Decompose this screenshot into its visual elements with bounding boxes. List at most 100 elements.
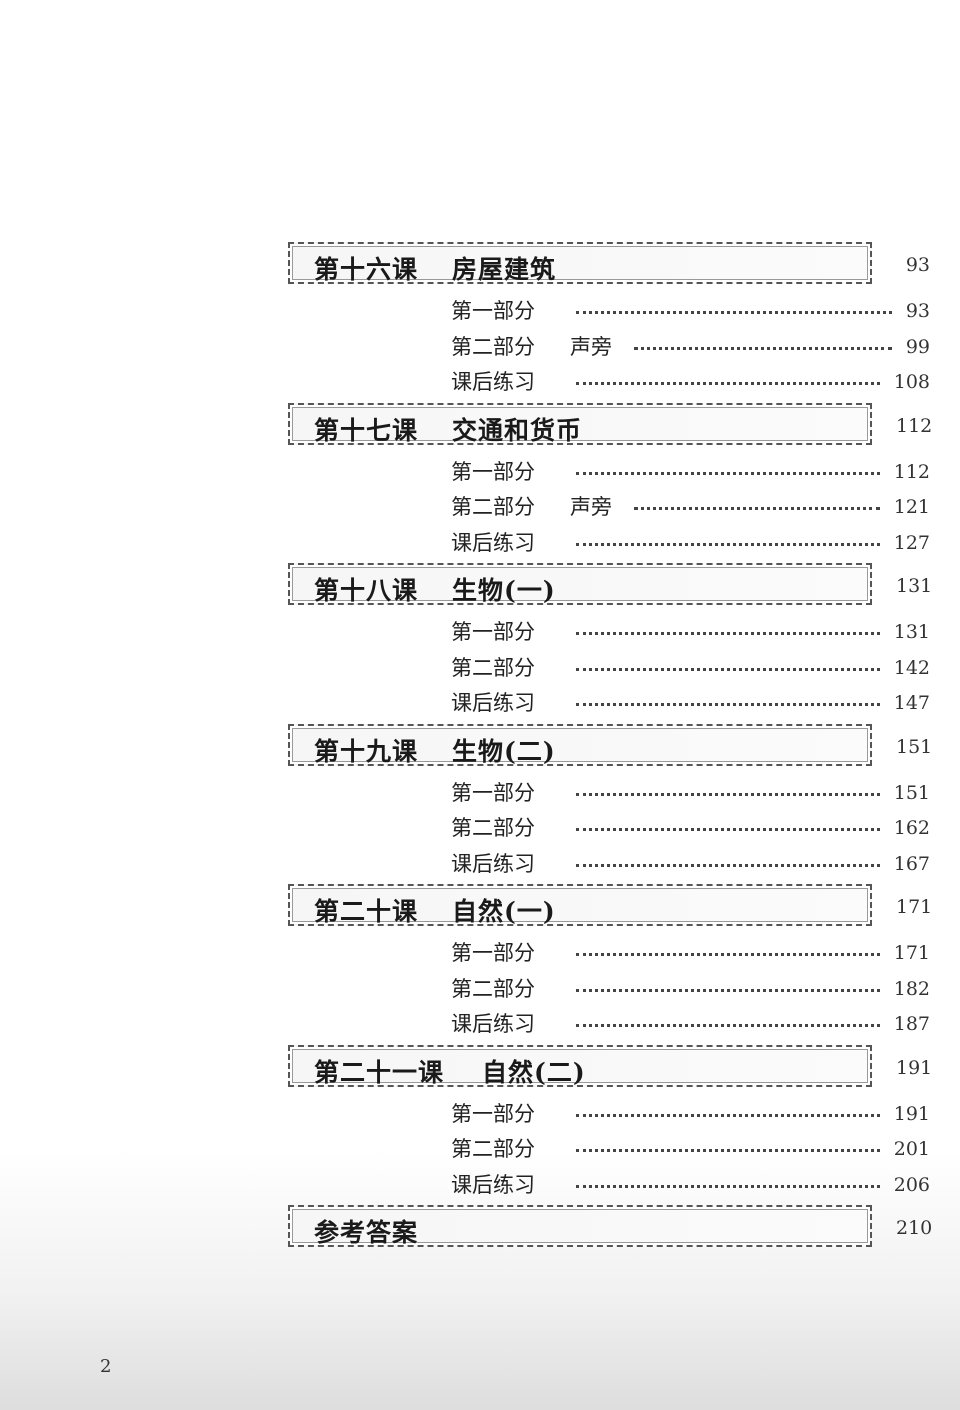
lesson-title: 房屋建筑	[452, 255, 557, 284]
answers-title: 参考答案	[314, 1218, 419, 1247]
toc-entry[interactable]: 第一部分 151	[288, 776, 938, 812]
lesson-header[interactable]: 第十八课生物(一) 131	[288, 563, 938, 609]
lesson-title-box: 第二十课 自然(一)	[288, 884, 872, 926]
toc-entry[interactable]: 第一部分 93	[288, 294, 938, 330]
entry-label: 第一部分	[451, 941, 535, 965]
dot-leader	[576, 1113, 880, 1117]
entry-page-number: 131	[893, 621, 930, 643]
lesson-header[interactable]: 第十七课 交通和货币 112	[288, 402, 938, 449]
entry-label: 第一部分	[451, 620, 535, 644]
dot-leader	[576, 1024, 880, 1027]
lesson-page-number: 171	[896, 896, 933, 918]
toc-entry[interactable]: 第一部分 112	[288, 455, 938, 491]
lesson-title-box: 第十八课生物(一)	[288, 563, 872, 605]
entry-label: 课后练习	[451, 691, 535, 715]
lesson-section: 第十六课 房屋建筑 93 第一部分 93 第二部分 声旁 99 课后练习 108	[288, 242, 938, 403]
entry-page-number: 99	[905, 335, 930, 358]
entry-label: 第一部分	[451, 1101, 535, 1126]
entry-page-number: 112	[893, 460, 930, 483]
entry-label: 第一部分	[451, 780, 535, 805]
answers-page-number: 210	[896, 1217, 933, 1239]
lesson-header[interactable]: 第二十一课自然(二)191	[288, 1044, 938, 1091]
entry-label: 第一部分	[451, 299, 535, 323]
lesson-header[interactable]: 第二十课 自然(一) 171	[288, 884, 938, 930]
lesson-header[interactable]: 第十六课 房屋建筑 93	[288, 242, 938, 288]
entry-page-number: 147	[893, 692, 930, 714]
entry-page-number: 191	[893, 1102, 930, 1125]
lesson-number: 第十六课	[314, 255, 419, 284]
entry-page-number: 171	[893, 942, 930, 964]
footer-page-number: 2	[100, 1356, 112, 1377]
entry-label: 课后练习	[451, 851, 535, 876]
toc-entry[interactable]: 课后练习 187	[288, 1007, 938, 1043]
dot-leader	[576, 828, 880, 831]
lesson-page-number: 151	[896, 735, 933, 758]
lesson-page-number: 191	[896, 1056, 933, 1079]
entry-label: 课后练习	[451, 370, 535, 394]
lesson-title-box: 第十九课生物(二)	[288, 723, 872, 766]
entry-page-number: 187	[893, 1013, 930, 1035]
dot-leader	[576, 703, 880, 706]
entry-page-number: 93	[905, 300, 930, 322]
entry-extra-label: 声旁	[570, 334, 612, 359]
toc-entry[interactable]: 第二部分 声旁 99	[288, 330, 938, 366]
dot-leader	[576, 382, 880, 385]
entry-extra-label: 声旁	[570, 495, 612, 519]
lesson-number: 第十八课	[314, 576, 419, 605]
dot-leader	[576, 632, 880, 635]
toc-entry[interactable]: 第一部分 191	[288, 1097, 938, 1133]
dot-leader	[634, 507, 880, 510]
toc-entry[interactable]: 第一部分 131	[288, 615, 938, 651]
entry-page-number: 127	[893, 531, 930, 554]
entry-label: 第二部分	[451, 655, 535, 680]
lesson-header[interactable]: 第十九课生物(二) 151	[288, 723, 938, 770]
lesson-page-number: 93	[905, 254, 930, 276]
toc-entry[interactable]: 课后练习 108	[288, 365, 938, 401]
lesson-title: 交通和货币	[452, 415, 583, 445]
answers-section: 参考答案 210	[288, 1205, 938, 1251]
answers-header[interactable]: 参考答案 210	[288, 1205, 938, 1251]
lesson-title-box: 第十七课 交通和货币	[288, 402, 872, 445]
lesson-number: 第二十课	[314, 897, 419, 926]
entry-label: 第二部分	[451, 816, 535, 840]
entry-label: 第二部分	[451, 495, 535, 519]
lesson-entry-list: 第一部分 93 第二部分 声旁 99 课后练习 108	[288, 288, 938, 403]
toc-entry[interactable]: 课后练习 147	[288, 686, 938, 722]
dot-leader	[634, 346, 892, 350]
dot-leader	[576, 542, 880, 546]
lesson-number: 第十九课	[314, 736, 419, 766]
toc-entry[interactable]: 第二部分 201	[288, 1132, 938, 1168]
entry-page-number: 201	[893, 1138, 930, 1160]
entry-label: 第二部分	[451, 1137, 535, 1161]
lesson-number: 第十七课	[314, 415, 419, 445]
dot-leader	[576, 988, 880, 992]
entry-label: 第二部分	[451, 334, 535, 359]
entry-label: 第一部分	[451, 459, 535, 484]
entry-page-number: 151	[893, 781, 930, 804]
dot-leader	[576, 792, 880, 796]
lesson-page-number: 112	[896, 414, 933, 437]
entry-label: 课后练习	[451, 1012, 535, 1036]
lesson-page-number: 131	[896, 575, 933, 597]
lesson-title: 自然(一)	[452, 897, 556, 926]
toc-entry[interactable]: 第一部分 171	[288, 936, 938, 972]
entry-page-number: 108	[893, 371, 930, 393]
entry-label: 课后练习	[451, 1172, 535, 1197]
